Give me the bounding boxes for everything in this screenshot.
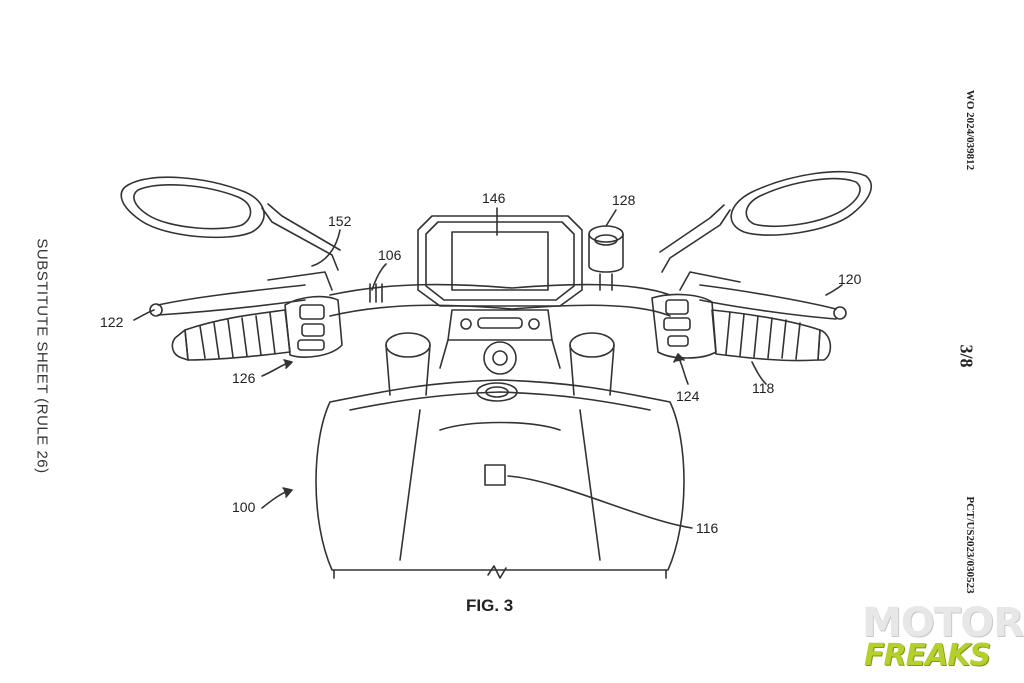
right-mirror [659, 170, 873, 273]
leader-lines [133, 207, 843, 529]
ref-100: 100 [232, 499, 256, 515]
left-grip [171, 309, 291, 361]
left-lever [149, 271, 333, 317]
watermark-freaks: FREAKS [864, 638, 991, 673]
triple-clamp [439, 309, 561, 375]
ref-122: 122 [100, 314, 124, 330]
handlebar [329, 283, 671, 317]
ref-116: 116 [696, 520, 719, 536]
ref-128: 128 [612, 192, 636, 208]
fork-tubes [385, 332, 615, 396]
fuel-tank [315, 379, 685, 579]
publication-number: WO 2024/039812 [964, 89, 976, 171]
watermark-motor: MOTOR [862, 600, 1024, 646]
reservoir [588, 225, 624, 291]
ref-arrows [261, 353, 689, 509]
right-lever [679, 271, 847, 320]
dashboard [417, 215, 583, 307]
ref-152: 152 [328, 213, 352, 229]
right-grip [711, 309, 832, 362]
ref-106: 106 [378, 247, 402, 263]
figure-title: FIG. 3 [466, 596, 514, 615]
left-switch-housing [284, 295, 343, 358]
left-mirror [120, 176, 341, 271]
ref-126: 126 [232, 370, 256, 386]
ref-124: 124 [676, 388, 700, 404]
substitute-sheet-label: SUBSTITUTE SHEET (RULE 26) [33, 238, 51, 474]
right-switch-housing [651, 293, 717, 359]
ref-118: 118 [752, 380, 775, 396]
ref-120: 120 [838, 271, 862, 287]
ref-146: 146 [482, 190, 506, 206]
application-number: PCT/US2023/030523 [964, 496, 976, 594]
sheet-number: 3/8 [956, 344, 977, 368]
